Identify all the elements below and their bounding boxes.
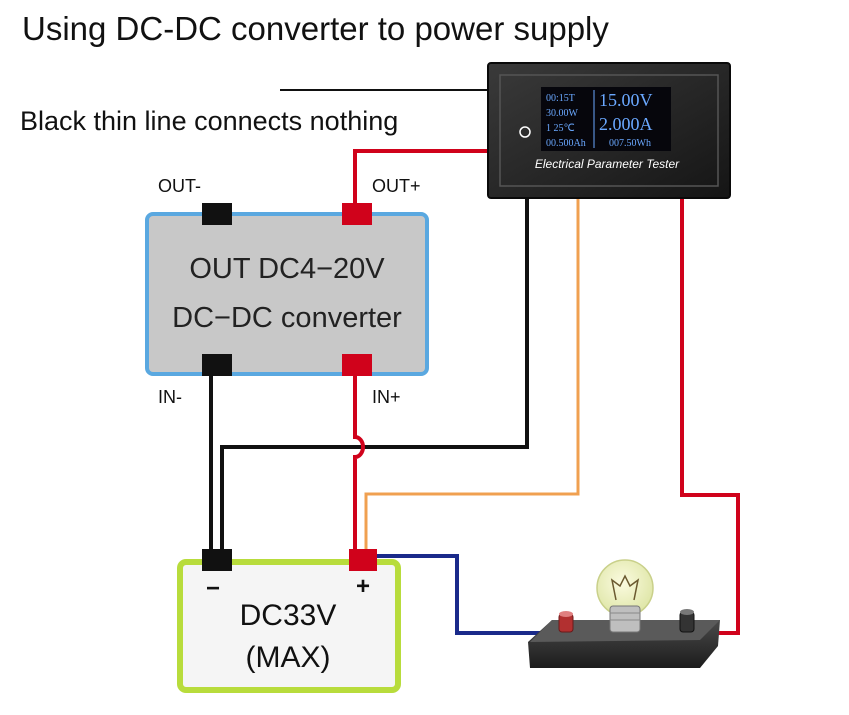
wire-battery-blue — [370, 554, 560, 635]
meter-caption: Electrical Parameter Tester — [535, 157, 680, 171]
meter-screen — [541, 87, 671, 151]
label-in-plus: IN+ — [372, 387, 401, 407]
terminal-in-minus — [202, 354, 232, 376]
meter-power: 30.00W — [546, 108, 579, 119]
dc-power-supply: − + DC33V (MAX) — [177, 549, 401, 693]
converter-body — [145, 212, 429, 376]
meter-voltage: 15.00V — [599, 90, 653, 110]
meter-capacity: 00.500Ah — [546, 138, 586, 149]
supply-terminal-minus — [202, 549, 232, 571]
diagram-title: Using DC-DC converter to power supply — [22, 10, 609, 47]
label-in-minus: IN- — [158, 387, 182, 407]
light-bulb-load — [528, 559, 720, 668]
supply-voltage: DC33V — [240, 599, 337, 632]
meter-button-icon[interactable] — [519, 126, 531, 138]
supply-max: (MAX) — [246, 641, 331, 674]
supply-body — [177, 559, 401, 693]
supply-plus-sign: + — [356, 573, 370, 600]
electrical-parameter-tester: 00:15T 30.00W 1 25℃ 00.500Ah 15.00V 2.00… — [487, 62, 731, 199]
note-text: Black thin line connects nothing — [20, 106, 398, 136]
bulb-filament-icon — [610, 574, 640, 601]
meter-energy: 007.50Wh — [609, 138, 651, 149]
dc-dc-converter: OUT DC4−20V DC−DC converter OUT- OUT+ IN… — [145, 176, 429, 407]
meter-index-temp: 1 25℃ — [546, 123, 575, 134]
terminal-out-plus — [342, 203, 372, 225]
converter-rating: OUT DC4−20V — [189, 253, 385, 285]
supply-minus-sign: − — [206, 575, 220, 602]
terminal-out-minus — [202, 203, 232, 225]
wire-in-plus-red — [353, 370, 365, 560]
wire-out-plus-red — [353, 149, 490, 212]
bulb-socket — [609, 605, 641, 633]
label-out-plus: OUT+ — [372, 176, 421, 196]
meter-current: 2.000A — [599, 114, 653, 134]
meter-time: 00:15T — [546, 93, 575, 104]
label-out-minus: OUT- — [158, 176, 201, 196]
meter-inner-frame — [499, 74, 719, 187]
supply-terminal-plus — [349, 549, 377, 571]
wire-meter-red — [680, 198, 740, 635]
wire-meter-black — [220, 195, 529, 560]
wire-meter-orange — [364, 198, 580, 560]
terminal-in-plus — [342, 354, 372, 376]
converter-name: DC−DC converter — [172, 302, 402, 334]
